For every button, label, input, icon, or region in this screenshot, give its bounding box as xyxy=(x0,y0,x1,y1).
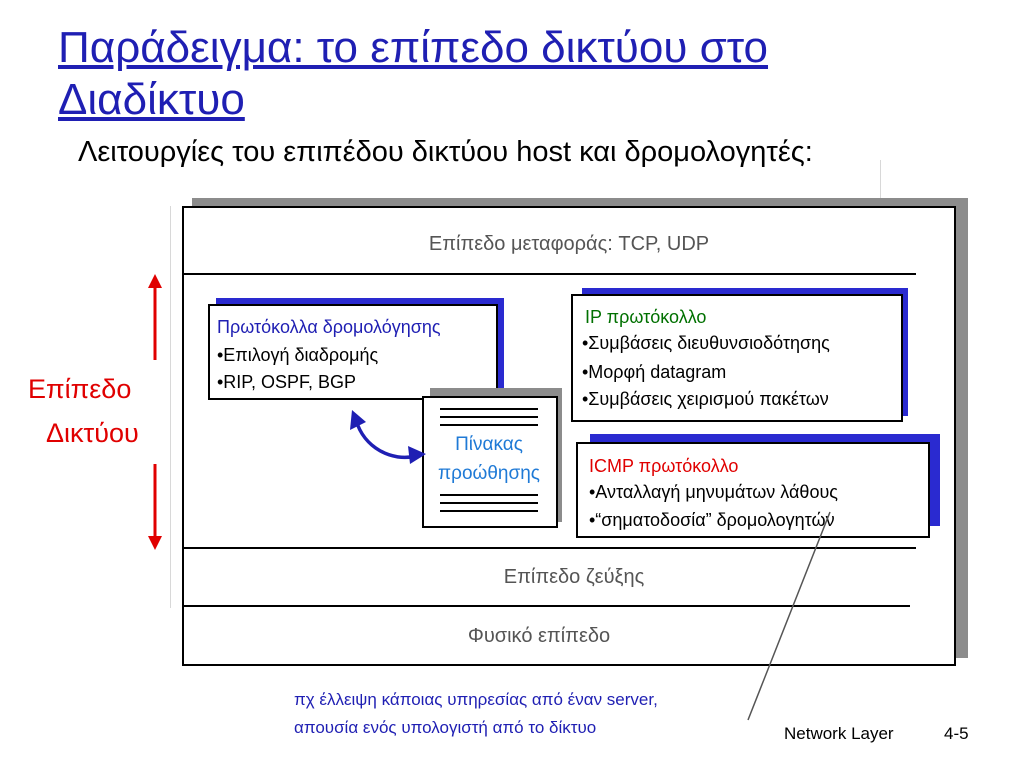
forwarding-table-label-line1: Πίνακας xyxy=(455,434,523,455)
transport-divider xyxy=(184,273,916,275)
slide-subtitle: Λειτουργίες του επιπέδου δικτύου host κα… xyxy=(78,136,813,168)
routing-box-title: Πρωτόκολλα δρομολόγησης xyxy=(217,317,441,337)
network-layer-span-arrow xyxy=(148,274,162,550)
ip-box-title: IP πρωτόκολλο xyxy=(585,307,707,327)
icmp-box-item: •Ανταλλαγή μηνυμάτων λάθους xyxy=(589,482,838,502)
routing-to-table-arrow xyxy=(350,410,426,464)
physical-layer-label: Φυσικό επίπεδο xyxy=(467,625,611,647)
routing-box-item: •Επιλογή διαδρομής xyxy=(217,345,379,365)
routing-protocols-box xyxy=(208,304,498,400)
ip-box-item: •Συμβάσεις χειρισμού πακέτων xyxy=(582,389,829,409)
icmp-box-item: •“σηματοδοσία” δρομολογητών xyxy=(589,510,835,530)
table-row-line xyxy=(440,408,538,410)
network-divider xyxy=(184,547,916,549)
link-divider xyxy=(184,605,910,607)
network-layer-label-line2: Δικτύου xyxy=(46,418,139,448)
ip-protocol-box xyxy=(571,294,903,422)
ip-box-item: •Συμβάσεις διευθυνσιοδότησης xyxy=(582,333,830,353)
table-row-line xyxy=(440,494,538,496)
footer-chapter: Network Layer xyxy=(784,724,894,743)
ip-box-item: •Μορφή datagram xyxy=(582,362,727,382)
table-row-line xyxy=(440,510,538,512)
routing-box-item: •RIP, OSPF, BGP xyxy=(217,372,357,392)
table-row-line xyxy=(440,502,538,504)
guide-line-right xyxy=(880,160,881,208)
slide-title: Παράδειγμα: το επίπεδο δικτύου στο Διαδί… xyxy=(58,23,769,124)
table-row-line xyxy=(440,424,538,426)
link-layer-label: Επίπεδο ζεύξης xyxy=(503,566,645,588)
icmp-box-title: ICMP πρωτόκολλο xyxy=(589,456,739,476)
guide-line-left xyxy=(170,206,171,608)
transport-layer-label: Επίπεδο μεταφοράς: TCP, UDP xyxy=(428,233,710,255)
note-pointer-line xyxy=(747,511,831,721)
icmp-example-note-line1: πχ έλλειψη κάποιας υπηρεσίας από έναν se… xyxy=(294,690,658,709)
network-layer-label-line1: Επίπεδο xyxy=(28,374,132,404)
icmp-protocol-box xyxy=(576,442,930,538)
forwarding-table xyxy=(422,396,558,528)
icmp-example-note-line2: απουσία ενός υπολογιστή από το δίκτυο xyxy=(294,718,597,737)
table-row-line xyxy=(440,416,538,418)
forwarding-table-label-line2: προώθησης xyxy=(438,463,540,484)
footer-page-number: 4-5 xyxy=(944,724,969,743)
